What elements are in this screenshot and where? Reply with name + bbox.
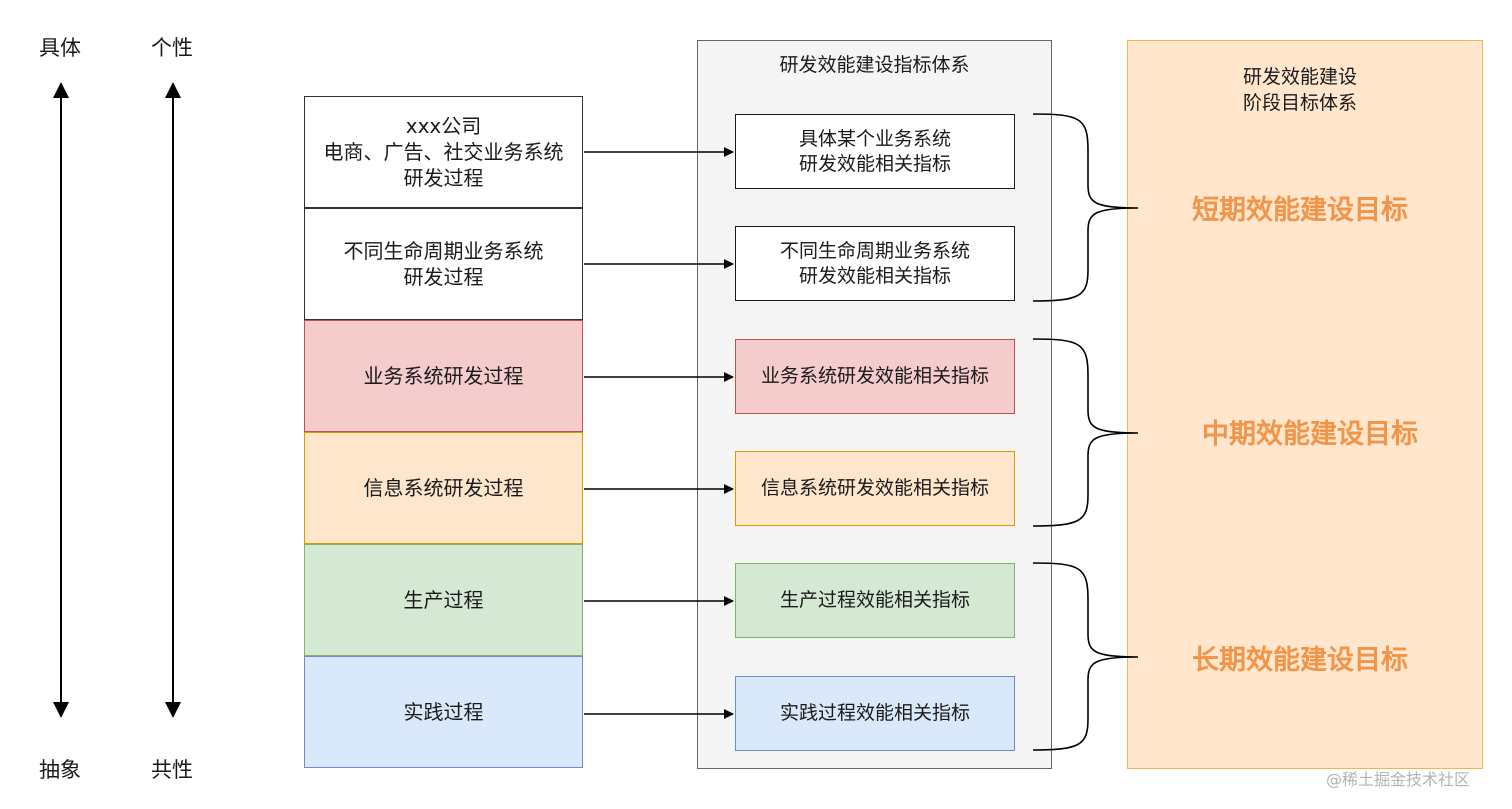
metrics-panel-title: 研发效能建设指标体系 <box>779 54 970 76</box>
goals-panel <box>1127 40 1483 769</box>
process-box-practice: 实践过程 <box>304 656 583 768</box>
process-box-business: 业务系统研发过程 <box>304 320 583 432</box>
brace-short-term <box>1032 113 1139 302</box>
brace-long-term <box>1032 562 1139 751</box>
concrete-label: 具体 <box>39 36 81 60</box>
short-term-goal: 短期效能建设目标 <box>1192 195 1408 226</box>
watermark: @稀土掘金技术社区 <box>1326 770 1471 789</box>
process-box-company: xxx公司 电商、广告、社交业务系统 研发过程 <box>304 96 583 208</box>
metric-box-production: 生产过程效能相关指标 <box>735 563 1015 638</box>
individual-label: 个性 <box>151 36 193 60</box>
long-term-goal: 长期效能建设目标 <box>1192 645 1408 676</box>
abstract-label: 抽象 <box>39 758 81 782</box>
metric-box-lifecycle: 不同生命周期业务系统 研发效能相关指标 <box>735 226 1015 301</box>
process-box-information: 信息系统研发过程 <box>304 432 583 544</box>
brace-mid-term <box>1032 338 1139 527</box>
metric-box-specific: 具体某个业务系统 研发效能相关指标 <box>735 114 1015 189</box>
metric-box-practice: 实践过程效能相关指标 <box>735 676 1015 751</box>
process-box-lifecycle: 不同生命周期业务系统 研发过程 <box>304 208 583 320</box>
concrete-abstract-axis <box>53 82 69 718</box>
common-label: 共性 <box>151 758 193 782</box>
metric-box-business: 业务系统研发效能相关指标 <box>735 339 1015 414</box>
process-box-production: 生产过程 <box>304 544 583 656</box>
goals-panel-title: 研发效能建设 阶段目标体系 <box>1242 66 1357 114</box>
mid-term-goal: 中期效能建设目标 <box>1202 419 1418 450</box>
individual-common-axis <box>165 82 181 718</box>
metric-box-information: 信息系统研发效能相关指标 <box>735 451 1015 526</box>
